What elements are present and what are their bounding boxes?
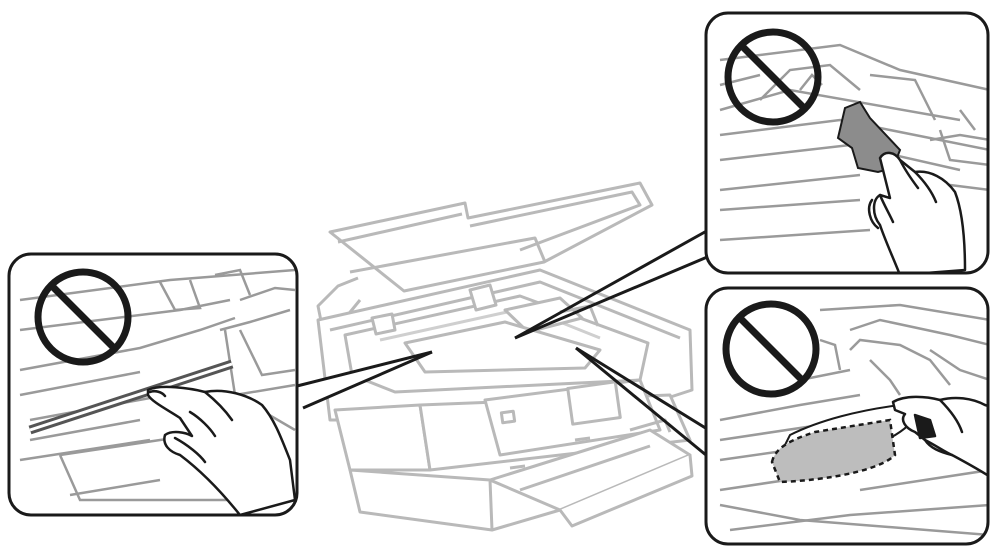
callout-bottom-right-tube (706, 288, 990, 544)
callout-top-right-part (706, 13, 990, 275)
callout-left-cable (9, 254, 297, 515)
printer-illustration (318, 183, 692, 530)
